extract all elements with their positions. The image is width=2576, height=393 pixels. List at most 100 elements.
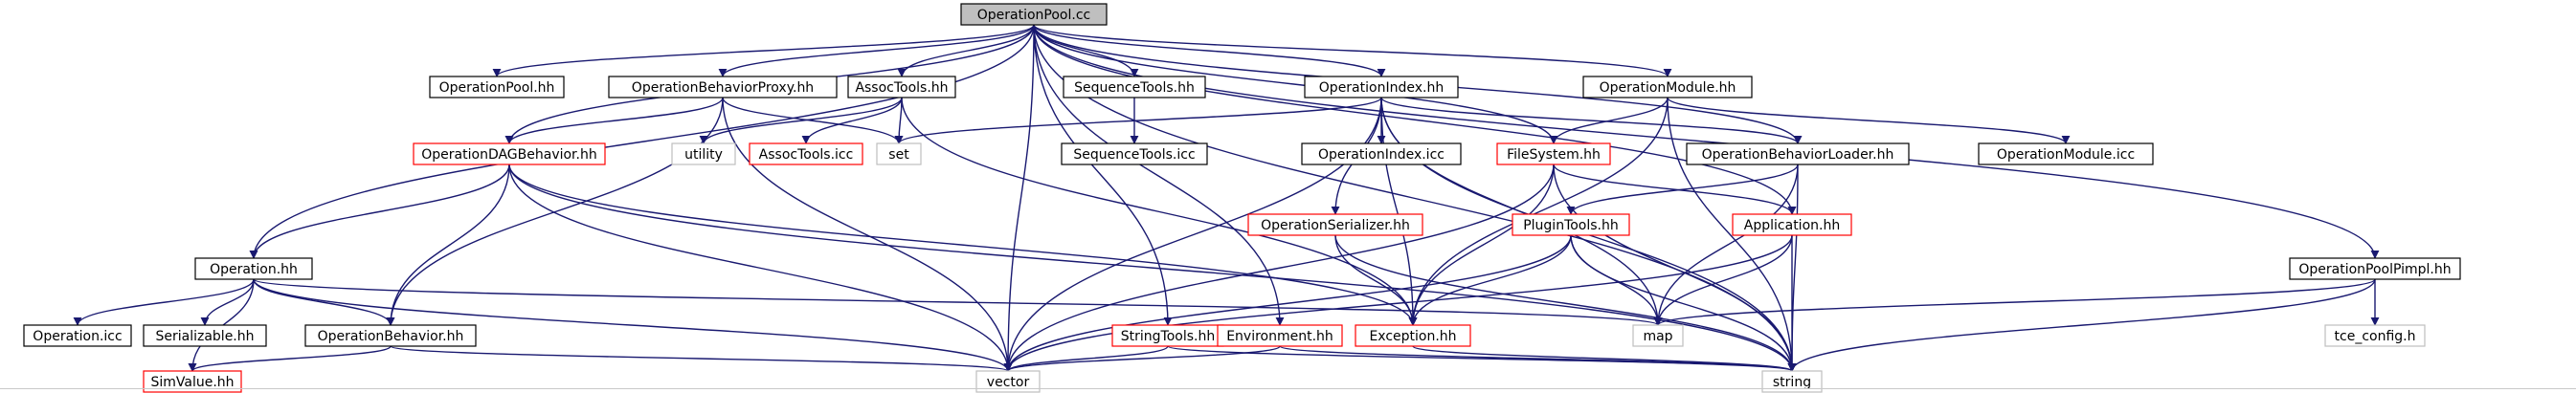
node-label-operation-behavior-hh: OperationBehavior.hh: [318, 329, 464, 344]
node-operation-hh[interactable]: Operation.hh: [194, 257, 313, 280]
node-box-environment-hh: [1217, 324, 1343, 347]
node-box-set: [876, 142, 922, 165]
edge-operation-pool-cc-to-operation-index-hh: [1033, 24, 1386, 77]
node-operation-pool-hh[interactable]: OperationPool.hh: [429, 76, 565, 98]
edge-operation-serializer-hh-to-string: [1334, 234, 1797, 372]
node-serializable-hh[interactable]: Serializable.hh: [143, 324, 267, 347]
node-operation-pool-cc[interactable]: OperationPool.cc: [960, 3, 1108, 26]
node-sequence-tools-icc[interactable]: SequenceTools.icc: [1061, 142, 1208, 165]
node-box-assoc-tools-hh: [847, 76, 956, 98]
edge-plugin-tools-hh-to-exception-hh: [1408, 234, 1572, 326]
node-box-operation-index-icc: [1301, 142, 1462, 165]
node-label-operation-pool-cc: OperationPool.cc: [977, 8, 1090, 23]
node-environment-hh[interactable]: Environment.hh: [1217, 324, 1343, 347]
page-divider: [0, 388, 2576, 389]
node-application-hh[interactable]: Application.hh: [1732, 213, 1852, 236]
node-label-sequence-tools-hh: SequenceTools.hh: [1074, 80, 1195, 96]
edge-operation-serializer-hh-to-exception-hh: [1334, 234, 1418, 326]
edge-operation-dag-behavior-hh-to-operation-hh: [249, 164, 510, 259]
node-label-string-tools-hh: StringTools.hh: [1121, 329, 1215, 344]
node-box-operation-serializer-hh: [1247, 213, 1423, 236]
node-box-vector: [975, 370, 1041, 393]
node-label-tce-config-h: tce_config.h: [2335, 329, 2416, 344]
edge-assoc-tools-hh-to-utility: [699, 97, 903, 144]
node-box-assoc-tools-icc: [749, 142, 863, 165]
node-operation-dag-behavior-hh[interactable]: OperationDAGBehavior.hh: [413, 142, 606, 165]
node-label-assoc-tools-hh: AssocTools.hh: [855, 80, 948, 96]
edge-operation-pool-cc-to-operation-module-hh: [1033, 24, 1672, 77]
node-box-operation-behavior-loader-hh: [1686, 142, 1910, 165]
node-operation-icc[interactable]: Operation.icc: [23, 324, 132, 347]
node-file-system-hh[interactable]: FileSystem.hh: [1496, 142, 1611, 165]
node-sim-value-hh[interactable]: SimValue.hh: [143, 370, 242, 393]
node-map: map: [1632, 324, 1684, 347]
node-box-sequence-tools-icc: [1061, 142, 1208, 165]
edge-plugin-tools-hh-to-vector: [1003, 234, 1572, 372]
node-box-operation-behavior-hh: [304, 324, 477, 347]
edge-environment-hh-to-string: [1279, 345, 1797, 372]
node-operation-module-hh[interactable]: OperationModule.hh: [1582, 76, 1753, 98]
edge-file-system-hh-to-vector: [1003, 164, 1555, 372]
node-box-exception-hh: [1355, 324, 1471, 347]
edge-operation-behavior-loader-hh-to-plugin-tools-hh: [1566, 164, 1799, 215]
edge-operation-hh-to-operation-behavior-hh: [253, 278, 395, 326]
node-assoc-tools-icc[interactable]: AssocTools.icc: [749, 142, 863, 165]
node-label-string: string: [1773, 375, 1811, 390]
edge-operation-dag-behavior-hh-to-operation-behavior-hh: [386, 164, 510, 326]
edge-plugin-tools-hh-to-string: [1570, 234, 1797, 372]
edge-operation-pool-cc-to-sequence-tools-hh: [1033, 24, 1139, 77]
node-label-application-hh: Application.hh: [1744, 218, 1840, 233]
node-box-application-hh: [1732, 213, 1852, 236]
edge-operation-behavior-hh-to-vector: [390, 345, 1013, 372]
node-operation-serializer-hh[interactable]: OperationSerializer.hh: [1247, 213, 1423, 236]
node-operation-index-hh[interactable]: OperationIndex.hh: [1304, 76, 1459, 98]
node-label-operation-behavior-proxy-hh: OperationBehaviorProxy.hh: [632, 80, 814, 96]
node-box-operation-pool-cc: [960, 3, 1108, 26]
node-label-file-system-hh: FileSystem.hh: [1507, 147, 1601, 163]
node-operation-index-icc[interactable]: OperationIndex.icc: [1301, 142, 1462, 165]
edge-application-hh-to-map: [1653, 234, 1793, 326]
node-box-string: [1761, 370, 1823, 393]
node-string-tools-hh[interactable]: StringTools.hh: [1111, 324, 1224, 347]
edge-operation-pool-cc-to-vector: [1003, 24, 1035, 372]
node-exception-hh[interactable]: Exception.hh: [1355, 324, 1471, 347]
node-label-map: map: [1643, 329, 1672, 344]
node-box-operation-behavior-proxy-hh: [608, 76, 838, 98]
edge-application-hh-to-vector: [1003, 234, 1793, 372]
node-label-operation-pool-pimpl-hh: OperationPoolPimpl.hh: [2298, 262, 2451, 277]
edge-operation-behavior-proxy-hh-to-vector: [722, 97, 1013, 372]
edge-operation-hh-to-serializable-hh: [200, 278, 255, 326]
node-operation-behavior-hh[interactable]: OperationBehavior.hh: [304, 324, 477, 347]
node-box-plugin-tools-hh: [1512, 213, 1630, 236]
node-box-operation-module-icc: [1978, 142, 2154, 165]
edge-assoc-tools-hh-to-assoc-tools-icc: [801, 97, 903, 144]
edge-assoc-tools-hh-to-exception-hh: [901, 97, 1418, 326]
node-label-sequence-tools-icc: SequenceTools.icc: [1073, 147, 1195, 163]
edge-operation-pool-cc-to-operation-pool-hh: [492, 24, 1035, 77]
node-label-operation-behavior-loader-hh: OperationBehaviorLoader.hh: [1702, 147, 1894, 163]
node-assoc-tools-hh[interactable]: AssocTools.hh: [847, 76, 956, 98]
edge-operation-module-hh-to-string: [1667, 97, 1797, 372]
edge-environment-hh-to-vector: [1003, 345, 1281, 372]
node-label-utility: utility: [684, 147, 723, 163]
node-box-operation-icc: [23, 324, 132, 347]
edge-file-system-hh-to-exception-hh: [1408, 164, 1555, 326]
edge-operation-hh-to-map: [253, 278, 1662, 326]
edge-file-system-hh-to-string: [1553, 164, 1797, 372]
edge-string-tools-hh-to-string: [1167, 345, 1797, 372]
edge-operation-pool-cc-to-application-hh: [1033, 24, 1797, 215]
edge-operation-dag-behavior-hh-to-string: [508, 164, 1797, 372]
edge-operation-pool-cc-to-operation-hh: [249, 24, 1035, 259]
node-box-operation-hh: [194, 257, 313, 280]
node-operation-module-icc[interactable]: OperationModule.icc: [1978, 142, 2154, 165]
node-operation-behavior-loader-hh[interactable]: OperationBehaviorLoader.hh: [1686, 142, 1910, 165]
node-operation-pool-pimpl-hh[interactable]: OperationPoolPimpl.hh: [2289, 257, 2461, 280]
node-box-operation-pool-pimpl-hh: [2289, 257, 2461, 280]
node-sequence-tools-hh[interactable]: SequenceTools.hh: [1063, 76, 1206, 98]
node-operation-behavior-proxy-hh[interactable]: OperationBehaviorProxy.hh: [608, 76, 838, 98]
edge-operation-module-hh-to-file-system-hh: [1549, 97, 1669, 144]
node-tce-config-h: tce_config.h: [2324, 324, 2426, 347]
node-plugin-tools-hh[interactable]: PluginTools.hh: [1512, 213, 1630, 236]
edge-operation-behavior-loader-hh-to-string: [1787, 164, 1799, 372]
